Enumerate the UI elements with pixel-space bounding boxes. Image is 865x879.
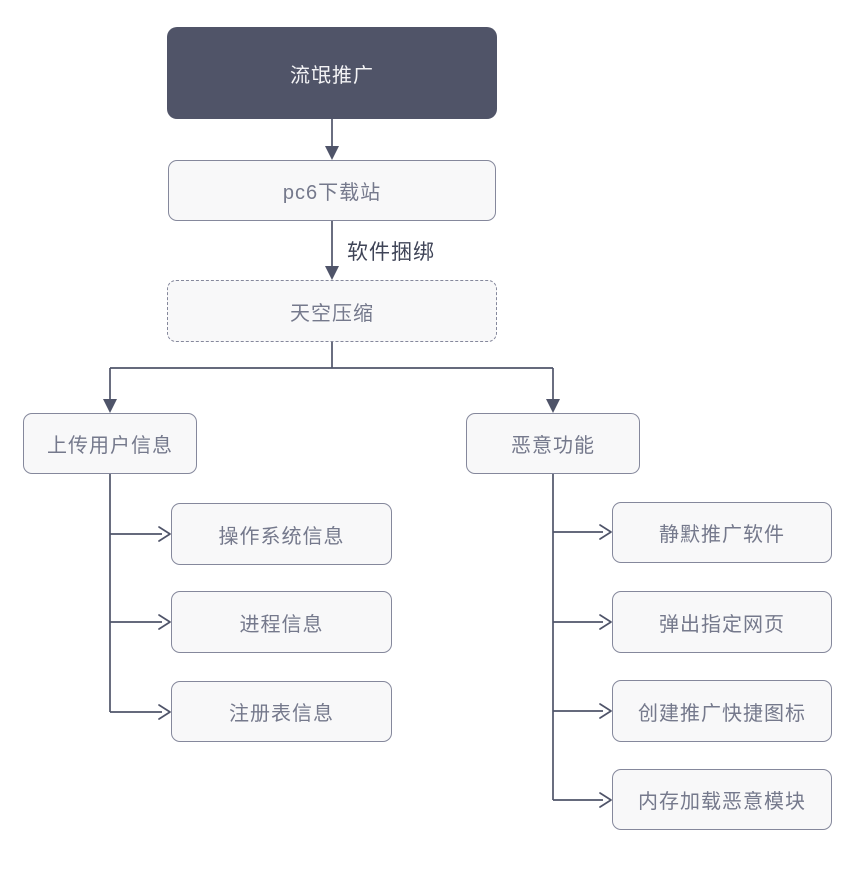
node-root: 流氓推广: [167, 27, 497, 119]
edge-label-software-bundling: 软件捆绑: [347, 241, 435, 264]
node-os-info: 操作系统信息: [171, 503, 392, 565]
arrowhead-right-icon: [158, 614, 171, 630]
node-sky-zip: 天空压缩: [167, 280, 497, 342]
node-create-promo-shortcut: 创建推广快捷图标: [612, 680, 832, 742]
node-process-info: 进程信息: [171, 591, 392, 653]
arrowhead-right-icon: [599, 703, 612, 719]
arrowhead-right-icon: [599, 792, 612, 808]
node-malicious-features: 恶意功能: [466, 413, 640, 474]
arrowhead-down-icon: [325, 146, 339, 160]
arrowhead-right-icon: [158, 704, 171, 720]
node-pc6-download-site: pc6下载站: [168, 160, 496, 221]
arrowhead-down-icon: [325, 266, 339, 280]
node-popup-webpage: 弹出指定网页: [612, 591, 832, 653]
edge-root-to-pc6: [325, 119, 339, 160]
node-memory-load-malicious-module: 内存加载恶意模块: [612, 769, 832, 830]
arrowhead-right-icon: [158, 526, 171, 542]
arrowhead-down-icon: [546, 399, 560, 413]
edge-malicious-children: [552, 474, 612, 808]
edge-sky-zip-branch: [103, 342, 560, 413]
arrowhead-down-icon: [103, 399, 117, 413]
edge-pc6-to-sky-zip: [325, 221, 339, 280]
arrowhead-right-icon: [599, 524, 612, 540]
node-upload-user-info: 上传用户信息: [23, 413, 197, 474]
node-registry-info: 注册表信息: [171, 681, 392, 742]
node-silent-promote-software: 静默推广软件: [612, 502, 832, 563]
edge-upload-children: [109, 474, 171, 720]
arrowhead-right-icon: [599, 614, 612, 630]
